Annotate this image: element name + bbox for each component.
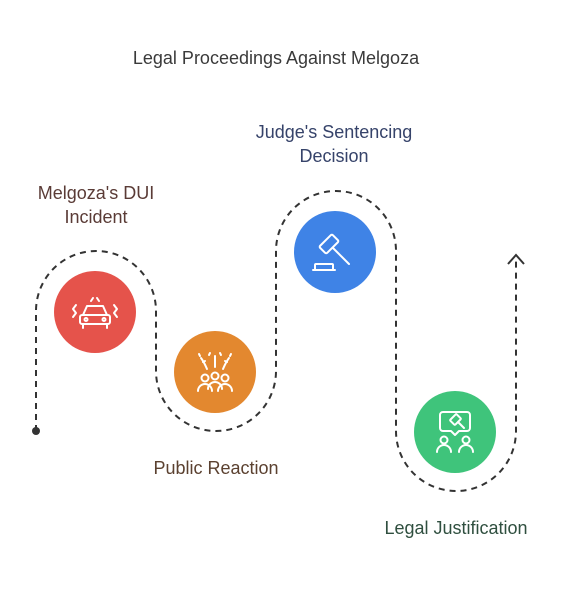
path-end-arrow	[507, 253, 525, 265]
step-label-legal-justification: Legal Justification	[384, 518, 528, 538]
legal-discussion-icon	[436, 411, 474, 453]
step-node-sentencing-decision	[294, 211, 376, 293]
path-start-dot	[32, 427, 40, 435]
car-crash-icon	[72, 297, 118, 329]
step-node-legal-justification	[414, 391, 496, 473]
step-node-public-reaction	[174, 331, 256, 413]
gavel-icon	[312, 233, 350, 271]
diagram-title: Legal Proceedings Against Melgoza	[132, 48, 420, 68]
step-node-dui-incident	[54, 271, 136, 353]
crowd-celebration-icon	[197, 352, 233, 392]
step-label-public-reaction: Public Reaction	[153, 458, 279, 478]
